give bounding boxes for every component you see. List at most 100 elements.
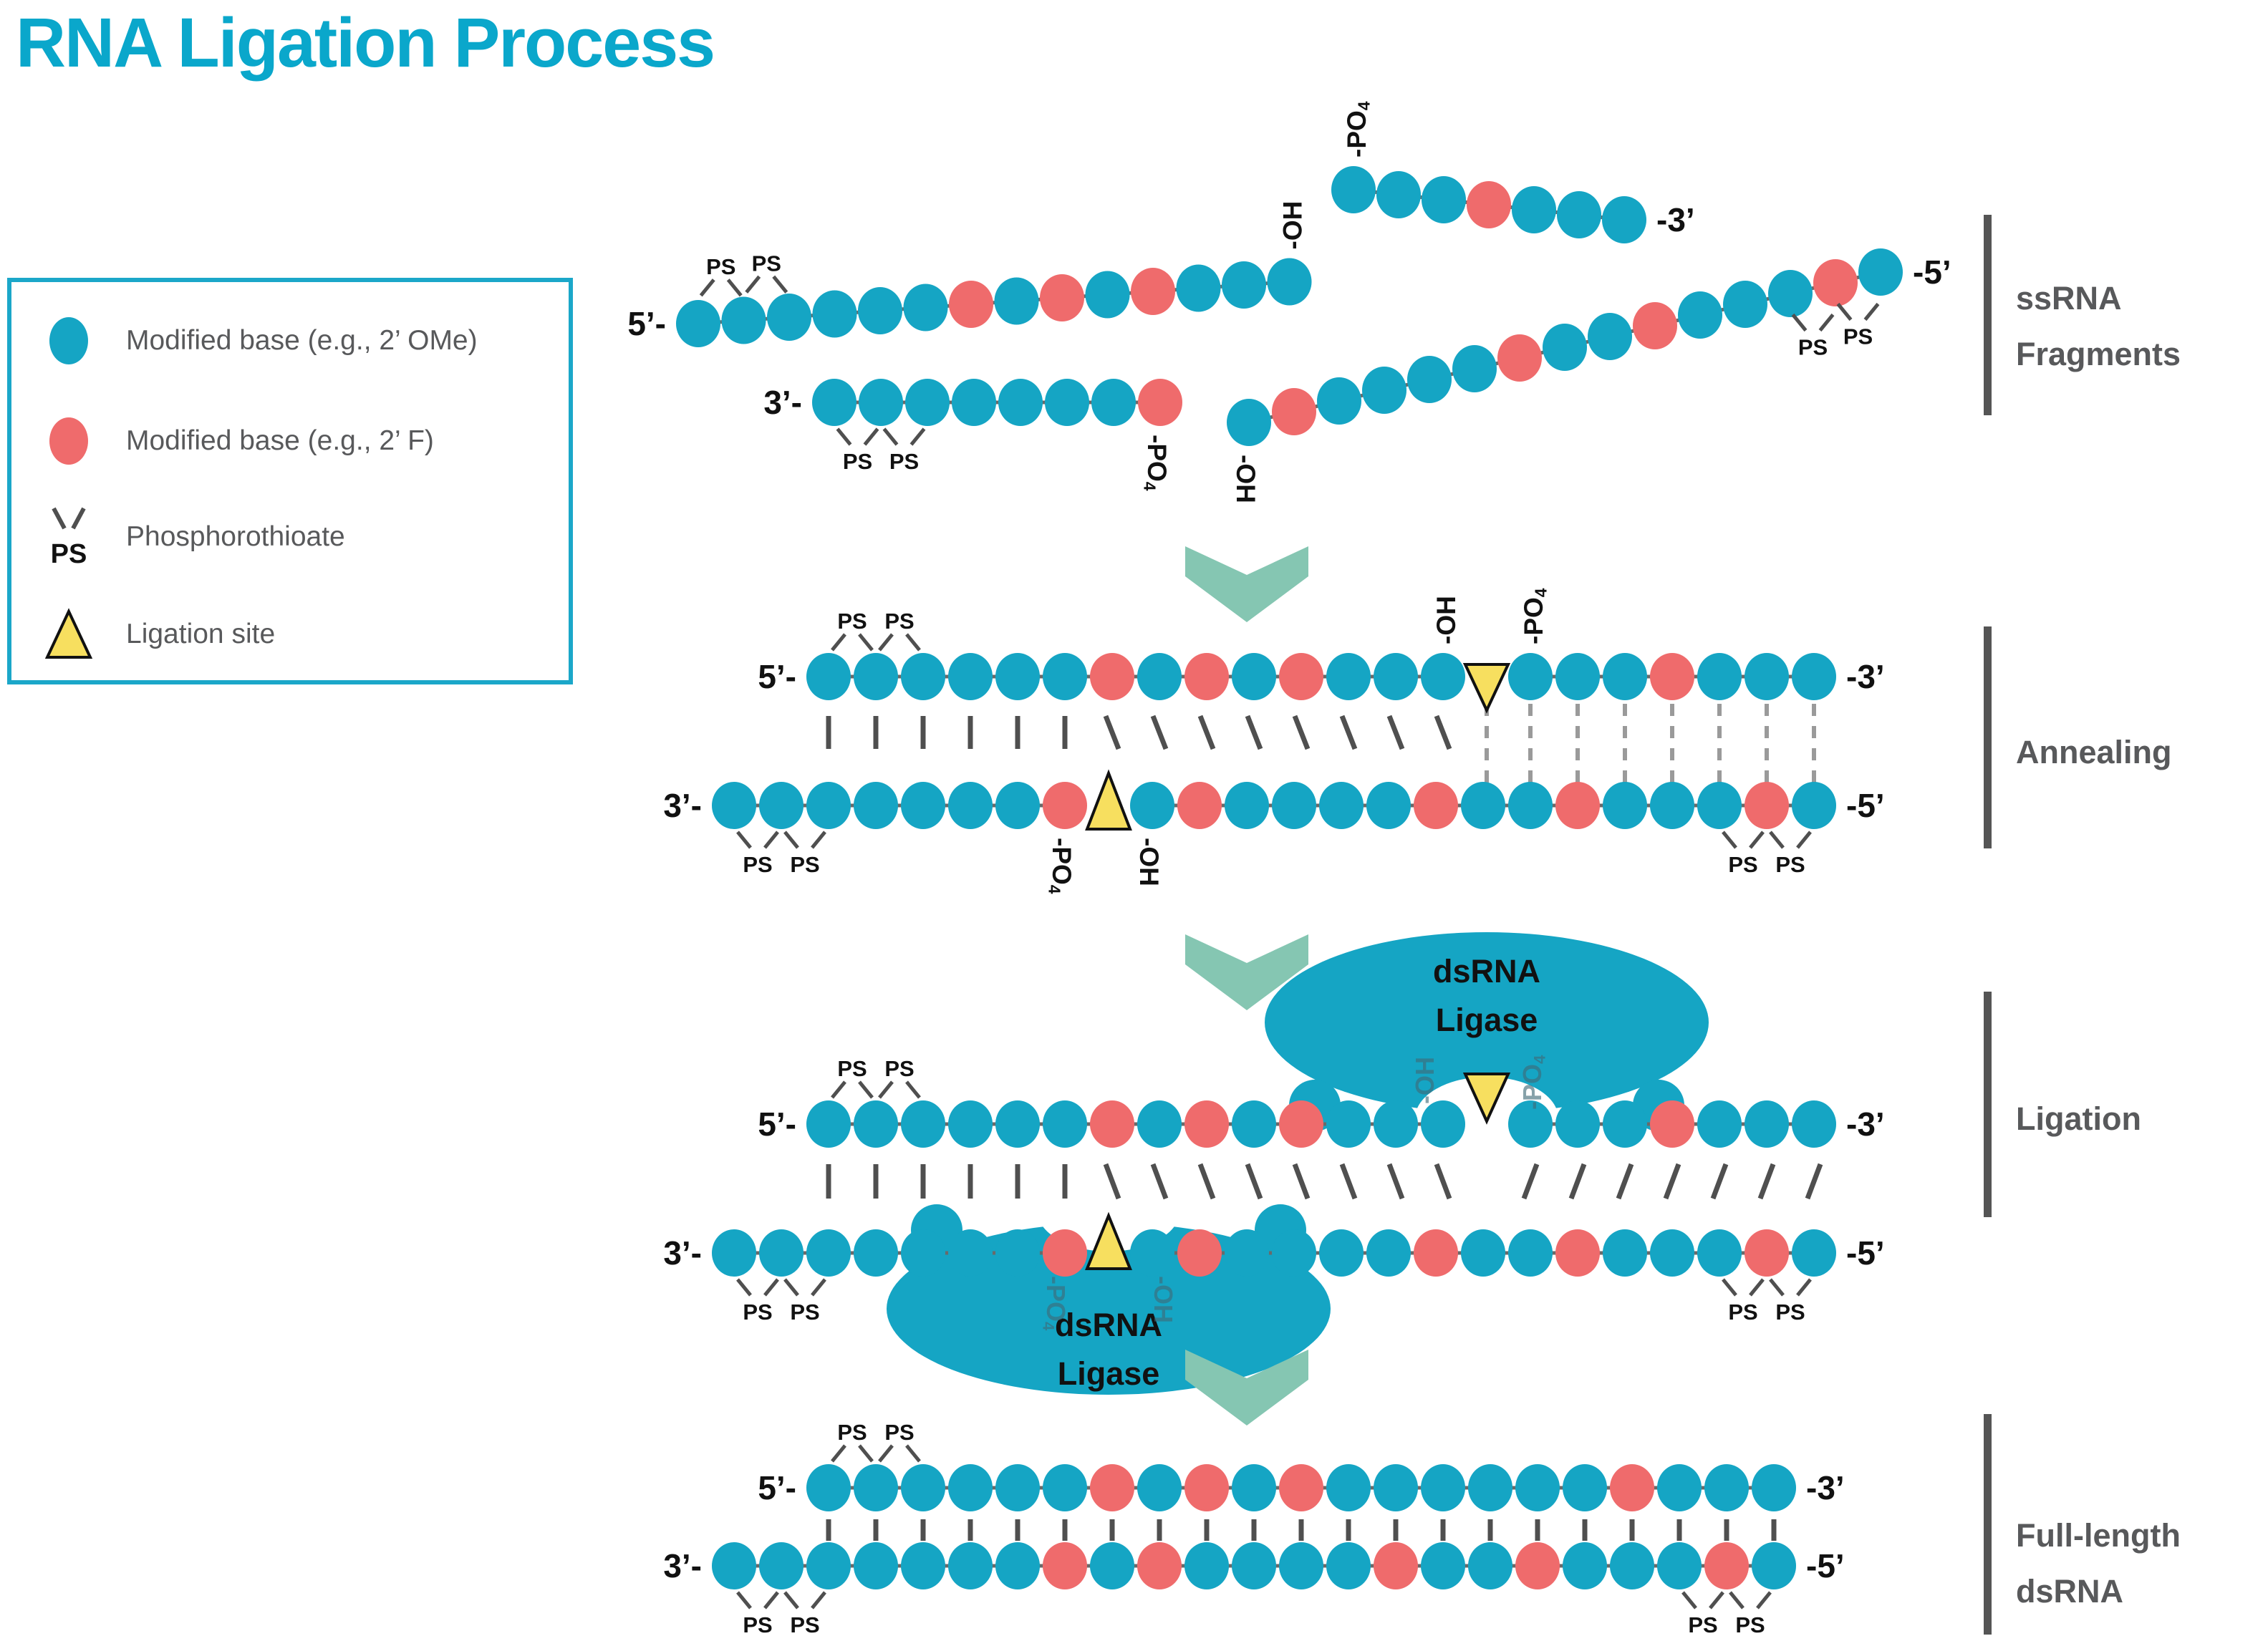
base-circle-2ome <box>1792 653 1836 700</box>
base-circle-2f <box>1610 1464 1654 1511</box>
base-circle-2ome <box>1555 1100 1600 1148</box>
base-circle-2ome <box>1326 1100 1371 1148</box>
ps-mark-label: PS <box>884 609 914 634</box>
base-circle-2ome <box>806 1100 851 1148</box>
ps-mark-label: PS <box>1775 1299 1805 1325</box>
base-circle-2ome <box>858 287 902 334</box>
ps-mark-line <box>763 831 779 849</box>
base-circle-2ome <box>1792 1100 1836 1148</box>
strand-end-label: 3’- <box>663 1547 702 1584</box>
base-circle-2ome <box>806 1464 851 1511</box>
base-circle-2f <box>1090 1464 1134 1511</box>
base-circle-2ome <box>854 1100 898 1148</box>
base-circle-2ome <box>1326 653 1371 700</box>
ps-mark-line <box>831 1444 846 1463</box>
ps-mark-line <box>905 1080 921 1099</box>
base-circle-2ome <box>854 653 898 700</box>
base-circle-2f <box>1043 782 1087 829</box>
base-circle-2ome <box>901 1464 945 1511</box>
base-circle-2ome <box>1461 782 1505 829</box>
base-circle-2ome <box>1650 782 1694 829</box>
base-circle-2ome <box>1697 1100 1742 1148</box>
ps-mark-label: PS <box>1728 1299 1757 1325</box>
ps-mark-line <box>783 831 799 849</box>
strand-end-label: 5’- <box>627 305 666 342</box>
section-label-annealing: Annealing <box>2016 725 2172 780</box>
base-circle-2ome <box>1374 1100 1418 1148</box>
strand-end-label: -5’ <box>1806 1547 1845 1584</box>
ps-mark-line <box>763 1591 779 1610</box>
base-circle-2f <box>1184 1100 1229 1148</box>
base-circle-2ome <box>854 1542 898 1589</box>
section-label-full-length-dsrna: Full-length dsRNA <box>2016 1508 2181 1620</box>
base-circle-2ome <box>948 1229 993 1277</box>
base-circle-2ome <box>905 379 950 426</box>
base-circle-2f <box>1745 1229 1789 1277</box>
base-circle-2ome <box>1376 171 1421 218</box>
ps-mark-line <box>1863 302 1880 321</box>
ps-mark-line <box>1756 1591 1772 1610</box>
ps-mark-label: PS <box>837 1056 867 1081</box>
base-circle-2ome <box>1745 653 1789 700</box>
ligase-site-faint-label: -OH <box>1410 1057 1439 1104</box>
base-circle-2ome <box>995 653 1040 700</box>
ps-mark-label: PS <box>884 1056 914 1081</box>
ps-mark-line <box>905 1444 921 1463</box>
base-circle-2ome <box>1317 377 1361 425</box>
base-circle-2ome <box>759 782 804 829</box>
ps-mark-label: PS <box>889 449 919 474</box>
ps-mark-line <box>745 275 761 294</box>
base-circle-2ome <box>859 379 903 426</box>
base-circle-2ome <box>712 1542 756 1589</box>
ps-mark-line <box>1749 831 1765 849</box>
base-circle-2f <box>1704 1542 1749 1589</box>
ps-mark-line <box>863 427 879 446</box>
ps-mark-label: PS <box>1688 1612 1717 1636</box>
chemical-group-label: -OH <box>1134 838 1164 886</box>
chemical-group-label: -PO4 <box>1342 101 1374 158</box>
base-circle-2ome <box>948 1542 993 1589</box>
base-circle-2ome <box>948 782 993 829</box>
base-pair-tick <box>1150 715 1169 750</box>
section-label-line: Fragments <box>2016 336 2181 372</box>
base-circle-2ome <box>1326 1542 1371 1589</box>
base-circle-2ome <box>1515 1464 1560 1511</box>
ps-mark-line <box>1818 313 1835 332</box>
base-circle-2ome <box>995 1464 1040 1511</box>
ps-mark-line <box>858 1444 874 1463</box>
base-circle-2ome <box>1858 248 1903 296</box>
base-circle-2ome <box>712 1229 756 1277</box>
base-circle-2ome <box>1468 1464 1512 1511</box>
base-circle-2ome <box>1043 1464 1087 1511</box>
base-circle-2f <box>1497 334 1542 382</box>
base-circle-2ome <box>1366 782 1411 829</box>
ligation-site-triangle <box>1462 663 1511 714</box>
base-circle-2f <box>1279 1100 1323 1148</box>
strand-end-label: 5’- <box>758 1469 796 1506</box>
ps-mark-line <box>1749 1278 1765 1297</box>
base-circle-2f <box>1515 1542 1560 1589</box>
base-circle-2f <box>1090 1100 1134 1148</box>
section-label-ligation: Ligation <box>2016 1091 2141 1147</box>
base-pair-tick <box>1103 1163 1121 1200</box>
ps-mark-line <box>1836 302 1853 321</box>
base-circle-2f <box>1650 1100 1694 1148</box>
legend-box: Modified base (e.g., 2’ OMe) Modified ba… <box>7 278 573 684</box>
ps-mark-line <box>882 427 899 446</box>
base-circle-2ome <box>1602 196 1646 243</box>
strand-end-label: -5’ <box>1846 1234 1885 1272</box>
base-circle-2ome <box>1232 1464 1276 1511</box>
base-circle-2ome <box>812 290 857 338</box>
base-circle-2ome <box>1603 1229 1647 1277</box>
legend-item-label: Ligation site <box>126 619 276 649</box>
base-circle-2f <box>1279 1464 1323 1511</box>
base-circle-2ome <box>1610 1542 1654 1589</box>
ps-mark-line <box>1709 1591 1724 1610</box>
ps-mark-label: PS <box>743 1299 772 1325</box>
base-circle-2ome <box>1588 313 1632 360</box>
base-circle-2ome <box>995 782 1040 829</box>
base-circle-2ome <box>1374 653 1418 700</box>
base-circle-2ome <box>901 782 945 829</box>
base-pair-tick <box>1386 715 1405 750</box>
ps-mark-line <box>905 633 921 652</box>
